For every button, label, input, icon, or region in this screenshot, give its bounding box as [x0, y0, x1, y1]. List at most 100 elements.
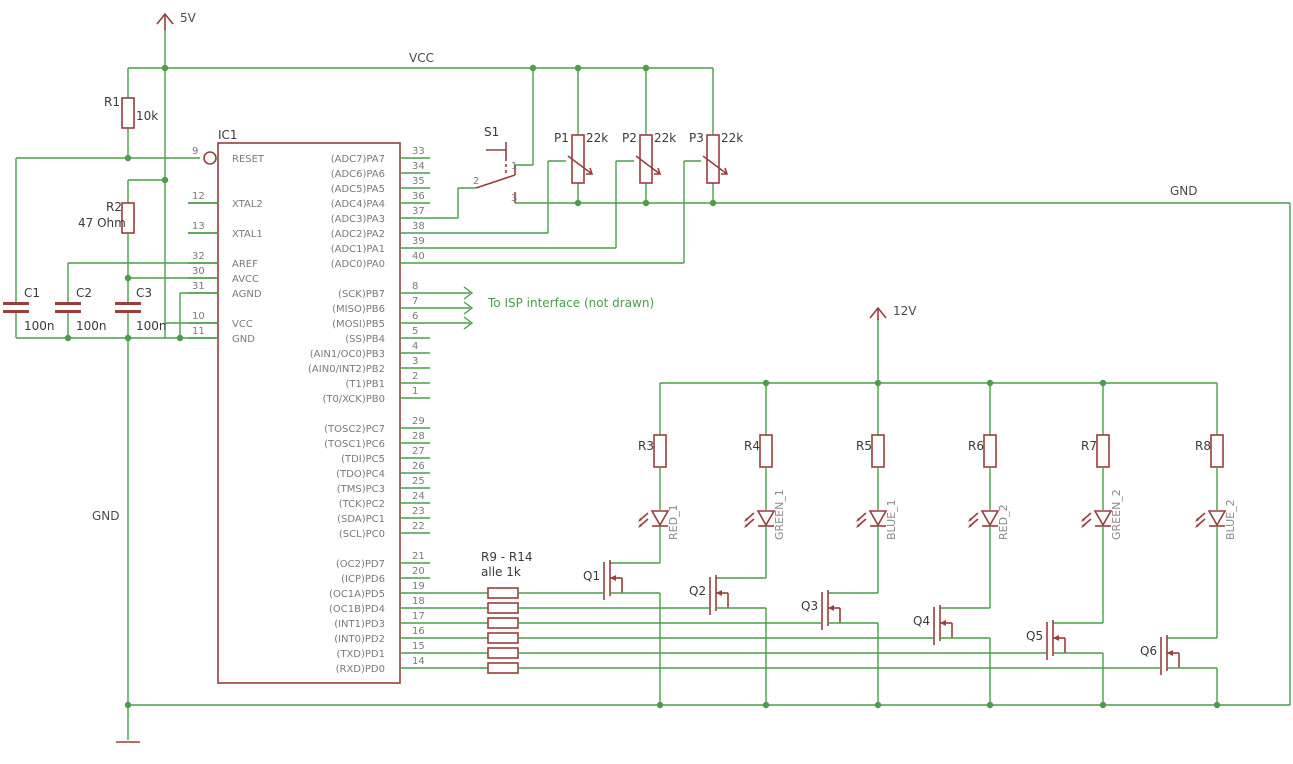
ic-right-pin-number: 25 — [412, 476, 425, 487]
ic-right-pin-number: 37 — [412, 206, 425, 217]
capacitor-label: C3 — [136, 286, 152, 300]
junction-dot — [1099, 379, 1107, 387]
channel-resistor-label: R4 — [744, 439, 760, 453]
fet-label: Q4 — [913, 614, 930, 628]
junction-dot — [1099, 701, 1107, 709]
r1-label: R1 — [104, 95, 120, 109]
potentiometer-p1: P1 22k — [554, 131, 608, 184]
junction-dot — [709, 199, 717, 207]
ic-left-pin-name: AGND — [232, 289, 262, 300]
ic-right-pin-name: (OC1B)PD4 — [329, 604, 385, 615]
isp-note: To ISP interface (not drawn) — [487, 296, 654, 310]
ic-right-pin-name: (ICP)PD6 — [341, 574, 385, 585]
ic-right-pin-name: (TXD)PD1 — [336, 649, 385, 660]
ic-right-pin-name: (MOSI)PB5 — [332, 319, 385, 330]
channel-resistor-label: R8 — [1195, 439, 1211, 453]
junction-dot — [124, 274, 132, 282]
ic1-chip: IC1 9RESET12XTAL213XTAL132AREF30AVCC31AG… — [188, 128, 430, 684]
ic-right-pin-number: 18 — [412, 596, 425, 607]
junction-dot — [161, 64, 169, 72]
potentiometer-label: P3 — [689, 131, 704, 145]
s1-pin3: 3 — [511, 193, 517, 204]
r2-resistor: R2 47 Ohm — [78, 200, 135, 234]
ic-left-pin-number: 10 — [192, 311, 205, 322]
ic-right-pin-name: (ADC0)PA0 — [331, 259, 385, 270]
potentiometer-label: P2 — [622, 131, 637, 145]
series-resistor — [430, 602, 519, 614]
potentiometer-value: 22k — [586, 131, 608, 145]
wires — [15, 28, 1291, 740]
s1-label: S1 — [484, 125, 499, 139]
junction-dot — [642, 199, 650, 207]
ic-right-pin-name: (TOSC1)PC6 — [324, 439, 385, 450]
ic-right-pin-number: 1 — [412, 386, 418, 397]
led-label: GREEN_1 — [773, 489, 786, 540]
series-resistor — [430, 632, 519, 644]
series-resistor — [430, 647, 519, 659]
fet-label: Q6 — [1140, 644, 1157, 658]
ic-right-pin-name: (TOSC2)PC7 — [324, 424, 385, 435]
series-resistor — [430, 662, 519, 674]
ic-right-pin-name: (SCK)PB7 — [338, 289, 385, 300]
ic-right-pin-name: (ADC5)PA5 — [331, 184, 385, 195]
ic-right-pin-number: 2 — [412, 371, 418, 382]
ic-left-pin-number: 12 — [192, 191, 205, 202]
ic-right-pin-number: 22 — [412, 521, 425, 532]
ic-right-pin-name: (T1)PB1 — [345, 379, 385, 390]
ic-right-pin-name: (INT0)PD2 — [334, 634, 385, 645]
rbank-labels: R9 - R14 alle 1k — [481, 550, 533, 579]
net-12v: 12V — [893, 304, 917, 318]
ic-right-pin-name: (TMS)PC3 — [337, 484, 385, 495]
ic-right-pin-number: 4 — [412, 341, 418, 352]
ic-right-pin-number: 20 — [412, 566, 425, 577]
junction-dot — [642, 64, 650, 72]
ic-right-pin-name: (ADC4)PA4 — [331, 199, 385, 210]
led-label: BLUE_1 — [885, 499, 898, 540]
junction-dot — [529, 64, 537, 72]
ic-left-pin-number: 9 — [192, 146, 198, 157]
led-label: RED_2 — [997, 504, 1010, 540]
ic-right-pin-number: 40 — [412, 251, 425, 262]
led-label: GREEN_2 — [1110, 489, 1123, 540]
junction-dot — [124, 334, 132, 342]
ic-right-pin-name: (SDA)PC1 — [337, 514, 385, 525]
junction-dot — [874, 701, 882, 709]
fet-label: Q3 — [801, 599, 818, 613]
channel-resistor-label: R7 — [1081, 439, 1097, 453]
ic-left-pin-name: XTAL2 — [232, 199, 263, 210]
fet-label: Q2 — [689, 584, 706, 598]
potentiometer-label: P1 — [554, 131, 569, 145]
ic-left-pin-name: XTAL1 — [232, 229, 263, 240]
ic-right-pin-number: 34 — [412, 161, 425, 172]
ic-left-pin-name: RESET — [232, 154, 265, 165]
series-resistor — [430, 587, 519, 599]
ic-left-pin-name: AVCC — [232, 274, 259, 285]
ic-left-pin-number: 31 — [192, 281, 205, 292]
ic-right-pin-number: 29 — [412, 416, 425, 427]
ic-right-pin-number: 16 — [412, 626, 425, 637]
series-resistor — [430, 617, 519, 629]
ic-right-pin-name: (OC2)PD7 — [336, 559, 385, 570]
net-gnd-left: GND — [92, 509, 120, 523]
ic-right-pin-name: (OC1A)PD5 — [329, 589, 385, 600]
ic-right-pin-name: (AIN1/OC0)PB3 — [310, 349, 385, 360]
junction-dot — [124, 154, 132, 162]
channel-resistor-label: R6 — [968, 439, 984, 453]
junction-dot — [161, 176, 169, 184]
ic-right-pin-number: 3 — [412, 356, 418, 367]
ic-left-pin-number: 11 — [192, 326, 205, 337]
led-label: RED_1 — [667, 504, 680, 540]
reset-inversion-icon — [203, 151, 217, 165]
ic-right-pin-name: (T0/XCK)PB0 — [322, 394, 385, 405]
junction-dot — [874, 379, 882, 387]
ic-right-pin-number: 28 — [412, 431, 425, 442]
